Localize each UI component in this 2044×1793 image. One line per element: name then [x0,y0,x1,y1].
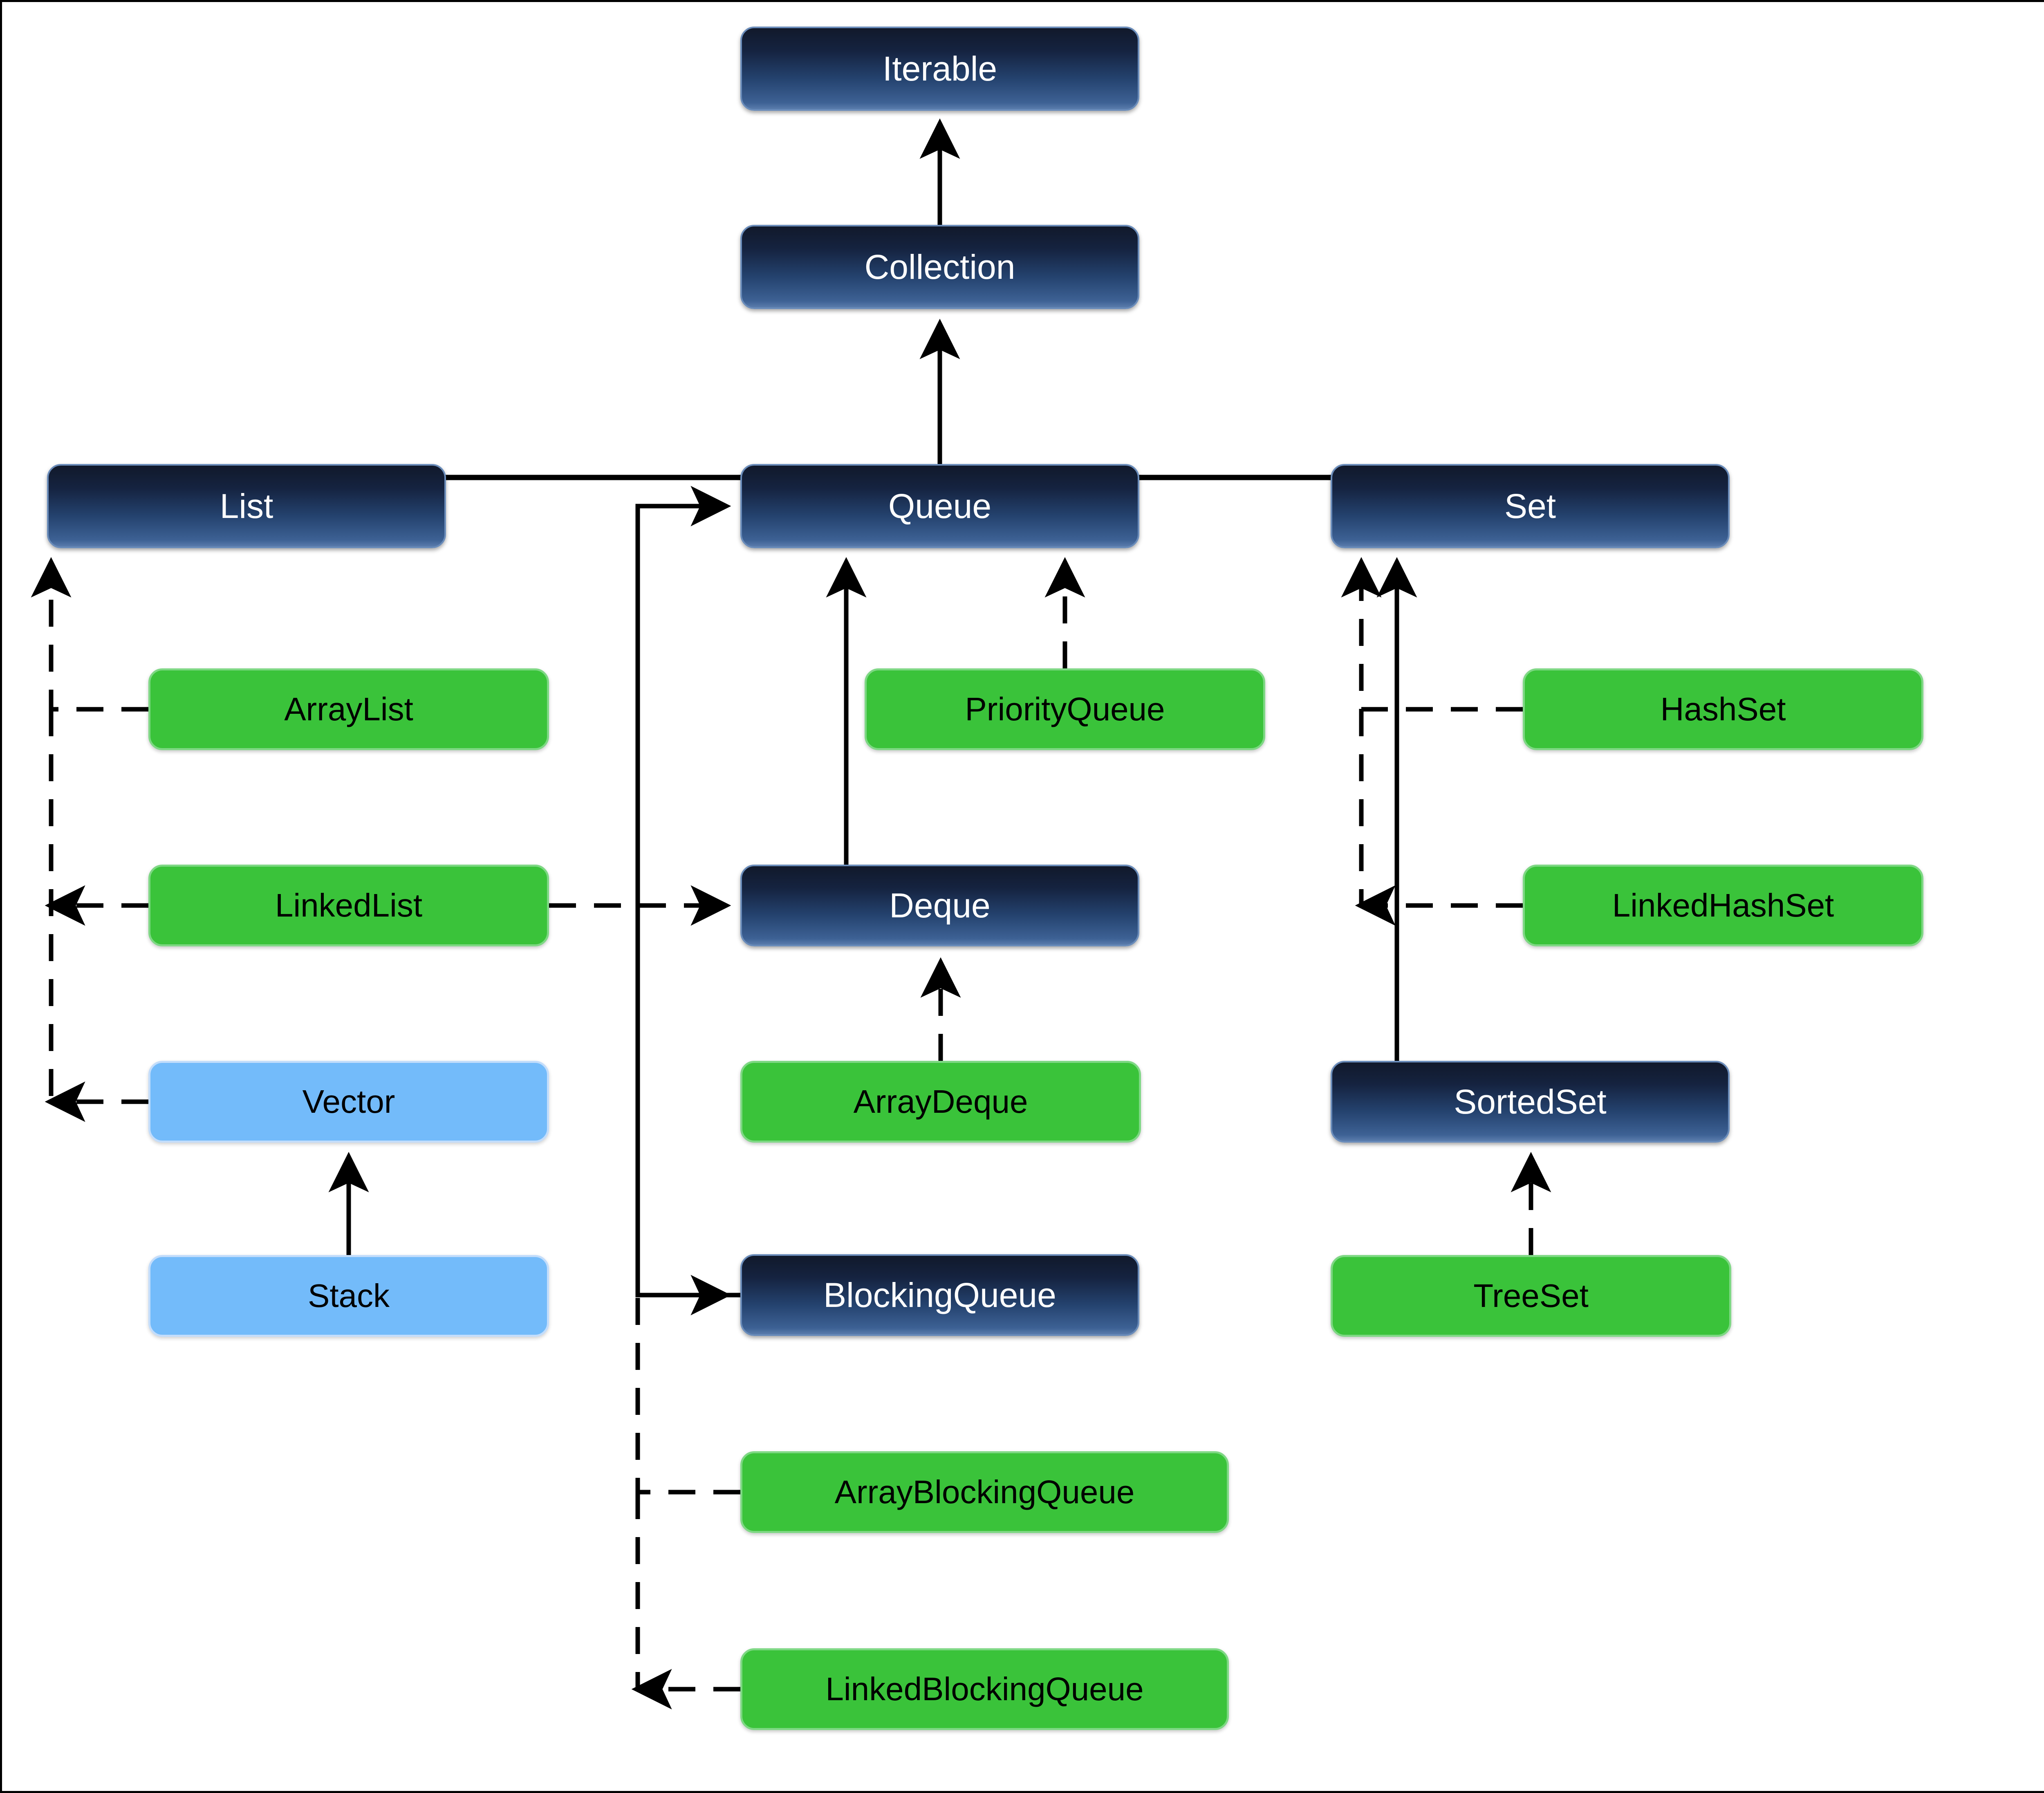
node-label-arrayblockingqueue: ArrayBlockingQueue [834,1474,1135,1510]
node-label-collection: Collection [864,248,1015,286]
implements-rails [49,709,1364,1689]
node-label-arraylist: ArrayList [284,691,413,727]
node-label-hashset: HashSet [1660,691,1786,727]
node-label-treeset: TreeSet [1473,1278,1589,1314]
node-label-sortedset: SortedSet [1454,1083,1607,1121]
node-label-blockingqueue: BlockingQueue [823,1276,1056,1314]
node-sortedset[interactable]: SortedSet [1331,1061,1730,1143]
node-hashset[interactable]: HashSet [1523,668,1923,750]
node-linkedlist[interactable]: LinkedList [148,865,549,946]
node-label-linkedhashset: LinkedHashSet [1612,887,1834,923]
node-arraylist[interactable]: ArrayList [148,668,549,750]
node-queue[interactable]: Queue [740,464,1139,548]
node-label-queue: Queue [888,487,992,525]
node-label-arraydeque: ArrayDeque [853,1083,1028,1120]
node-label-linkedblockingqueue: LinkedBlockingQueue [825,1671,1144,1707]
node-arraydeque[interactable]: ArrayDeque [740,1061,1141,1143]
node-label-stack: Stack [307,1278,390,1314]
extends-edges [328,118,1417,1298]
node-label-linkedlist: LinkedList [275,887,423,923]
node-treeset[interactable]: TreeSet [1331,1255,1731,1337]
node-set[interactable]: Set [1331,464,1730,548]
node-iterable[interactable]: Iterable [740,27,1139,111]
node-label-list: List [220,487,273,525]
node-label-set: Set [1504,487,1556,525]
node-stack[interactable]: Stack [148,1255,549,1337]
node-blockingqueue[interactable]: BlockingQueue [740,1254,1139,1336]
node-arrayblockingqueue[interactable]: ArrayBlockingQueue [740,1451,1229,1533]
node-linkedblockingqueue[interactable]: LinkedBlockingQueue [740,1648,1229,1730]
node-list[interactable]: List [47,464,446,548]
node-collection[interactable]: Collection [740,225,1139,309]
node-deque[interactable]: Deque [740,865,1139,946]
node-label-deque: Deque [889,886,991,925]
node-label-iterable: Iterable [882,49,997,88]
node-vector[interactable]: Vector [148,1061,549,1143]
node-priorityqueue[interactable]: PriorityQueue [865,668,1265,750]
node-label-vector: Vector [302,1083,395,1120]
node-label-priorityqueue: PriorityQueue [965,691,1165,727]
node-linkedhashset[interactable]: LinkedHashSet [1523,865,1923,946]
